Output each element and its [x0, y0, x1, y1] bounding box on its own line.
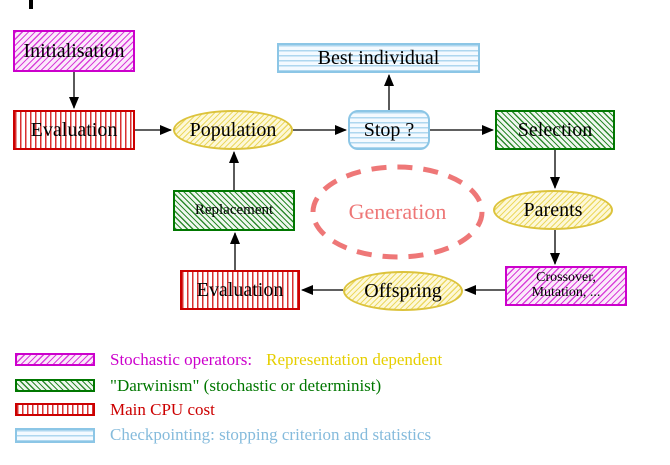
legend-label-darwinism: "Darwinism" (stochastic or determinist) — [110, 376, 382, 395]
legend-swatch-darwinism — [15, 379, 95, 392]
node-initialisation: Initialisation — [13, 30, 135, 72]
legend-swatch-stochastic-operators — [15, 353, 95, 366]
legend-item-darwinism: "Darwinism" (stochastic or determinist) — [110, 376, 381, 396]
node-replacement: Replacement — [173, 190, 295, 231]
node-offspring: Offspring — [343, 271, 463, 311]
legend-swatch-main-cpu-cost — [15, 403, 95, 416]
generation-dashed-ellipse — [310, 164, 485, 260]
legend-label-checkpointing: Checkpointing: stopping criterion and st… — [110, 425, 432, 444]
crossover-line1: Crossover, — [536, 270, 596, 286]
generation-label: Generation — [348, 199, 447, 224]
node-selection: Selection — [495, 110, 615, 150]
node-evaluation-top: Evaluation — [13, 110, 135, 150]
legend-label-stochastic-operators: Stochastic operators: — [110, 350, 253, 369]
crossover-line2: Mutation, ... — [531, 285, 601, 300]
legend-item-main-cpu-cost: Main CPU cost — [110, 400, 215, 420]
legend-label-main-cpu-cost: Main CPU cost — [110, 400, 215, 419]
legend-label-representation-dependent: Representation dependent — [266, 350, 443, 369]
node-crossover-mutation: Crossover, Mutation, ... — [505, 266, 627, 306]
node-parents: Parents — [493, 190, 613, 230]
node-evaluation-bottom: Evaluation — [180, 270, 300, 310]
node-population: Population — [173, 110, 293, 150]
node-stop: Stop ? — [348, 110, 430, 150]
legend-item-checkpointing: Checkpointing: stopping criterion and st… — [110, 425, 431, 445]
legend-item-stochastic-operators: Stochastic operators: Representation depe… — [110, 350, 442, 370]
legend-swatch-checkpointing — [15, 428, 95, 443]
stray-mark — [29, 0, 33, 9]
node-best-individual: Best individual — [277, 43, 480, 73]
